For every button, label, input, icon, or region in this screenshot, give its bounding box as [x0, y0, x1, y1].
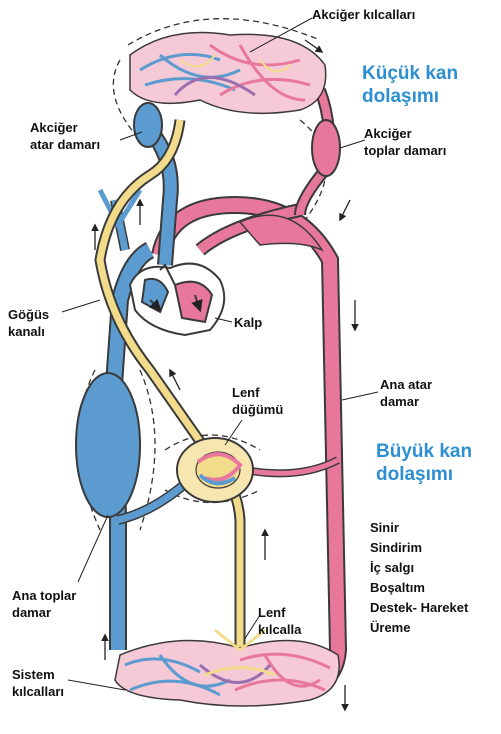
organ-systems-list: Sinir Sindirim İç salgı Boşaltım Destek-…	[370, 518, 468, 638]
system-item: Sindirim	[370, 538, 468, 558]
label-aorta: Ana atar damar	[380, 376, 432, 410]
label-systemic-capillaries: Sistem kılcalları	[12, 666, 64, 700]
lymph-node	[177, 438, 253, 502]
heading-pulmonary-circulation: Küçük kan dolaşımı	[362, 62, 458, 108]
label-pulmonary-artery: Akciğer atar damarı	[30, 119, 100, 153]
systemic-capillary-network	[115, 620, 339, 706]
system-item: Üreme	[370, 618, 468, 638]
label-thoracic-duct: Göğüs kanalı	[8, 306, 49, 340]
label-pulmonary-vein: Akciğer toplar damarı	[364, 125, 446, 159]
heart	[130, 264, 224, 335]
label-lymph-node: Lenf düğümü	[232, 384, 283, 418]
lung-capillary-network	[130, 33, 326, 114]
system-item: Destek- Hareket	[370, 598, 468, 618]
label-heart: Kalp	[234, 314, 262, 331]
pulmonary-artery-bulge	[134, 103, 162, 147]
label-vena-cava: Ana toplar damar	[12, 587, 76, 621]
label-lymph-capillary: Lenf kılcalla	[258, 604, 301, 638]
system-item: Sinir	[370, 518, 468, 538]
pulmonary-vein-bulge	[312, 120, 340, 176]
system-item: Boşaltım	[370, 578, 468, 598]
heading-systemic-circulation: Büyük kan dolaşımı	[376, 440, 472, 486]
label-lung-capillaries: Akciğer kılcalları	[312, 6, 415, 23]
vena-cava-bulge	[76, 373, 140, 517]
system-item: İç salgı	[370, 558, 468, 578]
